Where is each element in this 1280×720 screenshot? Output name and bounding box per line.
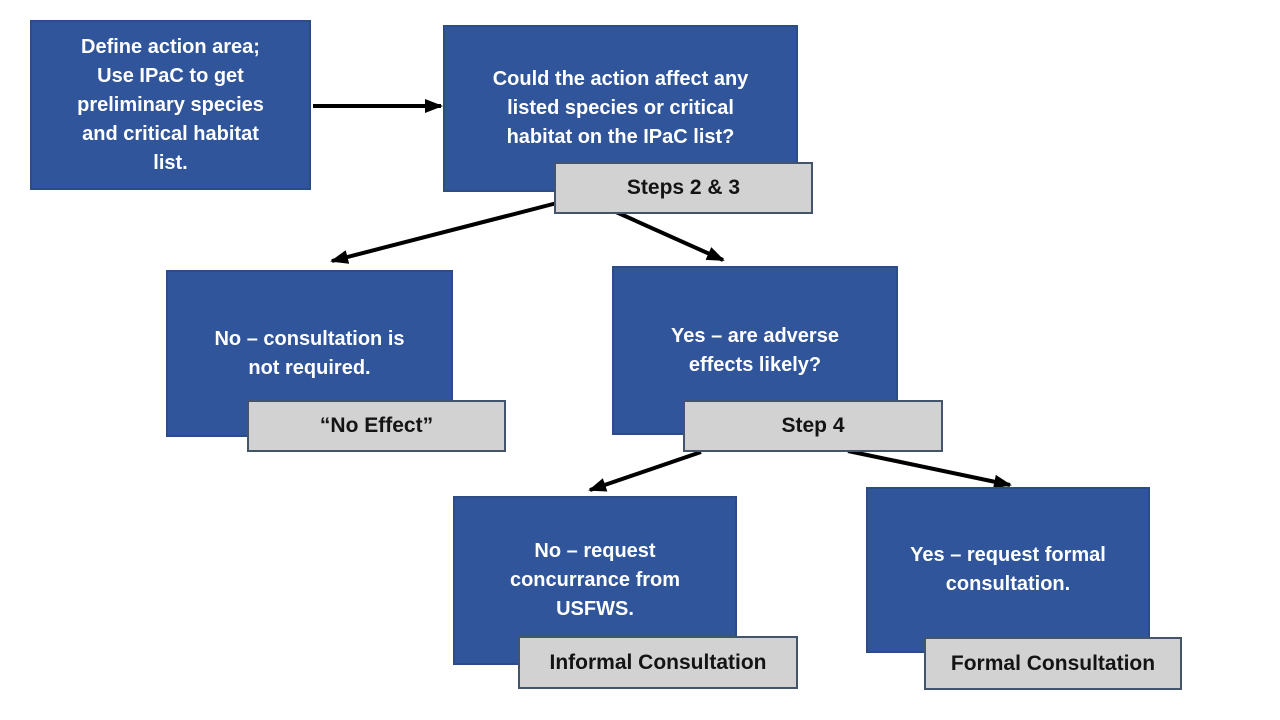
label-formal-consultation-text: Formal Consultation: [950, 651, 1156, 675]
label-steps-2-and-3: Steps 2 & 3: [554, 162, 813, 214]
node-could-action-affect: Could the action affect any listed speci…: [443, 25, 798, 192]
label-informal-consultation-text: Informal Consultation: [549, 650, 767, 674]
label-step-4-text: Step 4: [781, 414, 845, 437]
label-formal-consultation: Formal Consultation: [924, 637, 1182, 690]
label-step-4: Step 4: [683, 400, 943, 452]
node-no-request-concurrance-text: No – request concurrance from USFWS.: [509, 540, 681, 620]
arrow-steps23-to-yes-adverse: [615, 210, 725, 262]
arrow-step4-to-yes-formal: [847, 449, 1012, 489]
label-no-effect: “No Effect”: [247, 400, 506, 452]
node-define-action-area-text: Define action area; Use IPaC to get prel…: [77, 35, 264, 174]
node-yes-adverse-effects-text: Yes – are adverse effects likely?: [671, 324, 839, 376]
node-yes-request-formal: Yes – request formal consultation.: [866, 487, 1150, 653]
arrow-step4-to-no-concurrance: [588, 450, 702, 492]
label-no-effect-text: “No Effect”: [319, 414, 434, 437]
node-yes-request-formal-text: Yes – request formal consultation.: [910, 544, 1106, 595]
label-informal-consultation: Informal Consultation: [518, 636, 798, 689]
arrow-steps23-to-no-consultation: [330, 201, 558, 264]
node-could-action-affect-text: Could the action affect any listed speci…: [492, 68, 749, 148]
label-steps-2-and-3-text: Steps 2 & 3: [626, 176, 741, 199]
node-no-consultation-not-required-text: No – consultation is not required.: [214, 327, 405, 379]
node-define-action-area: Define action area; Use IPaC to get prel…: [30, 20, 311, 190]
